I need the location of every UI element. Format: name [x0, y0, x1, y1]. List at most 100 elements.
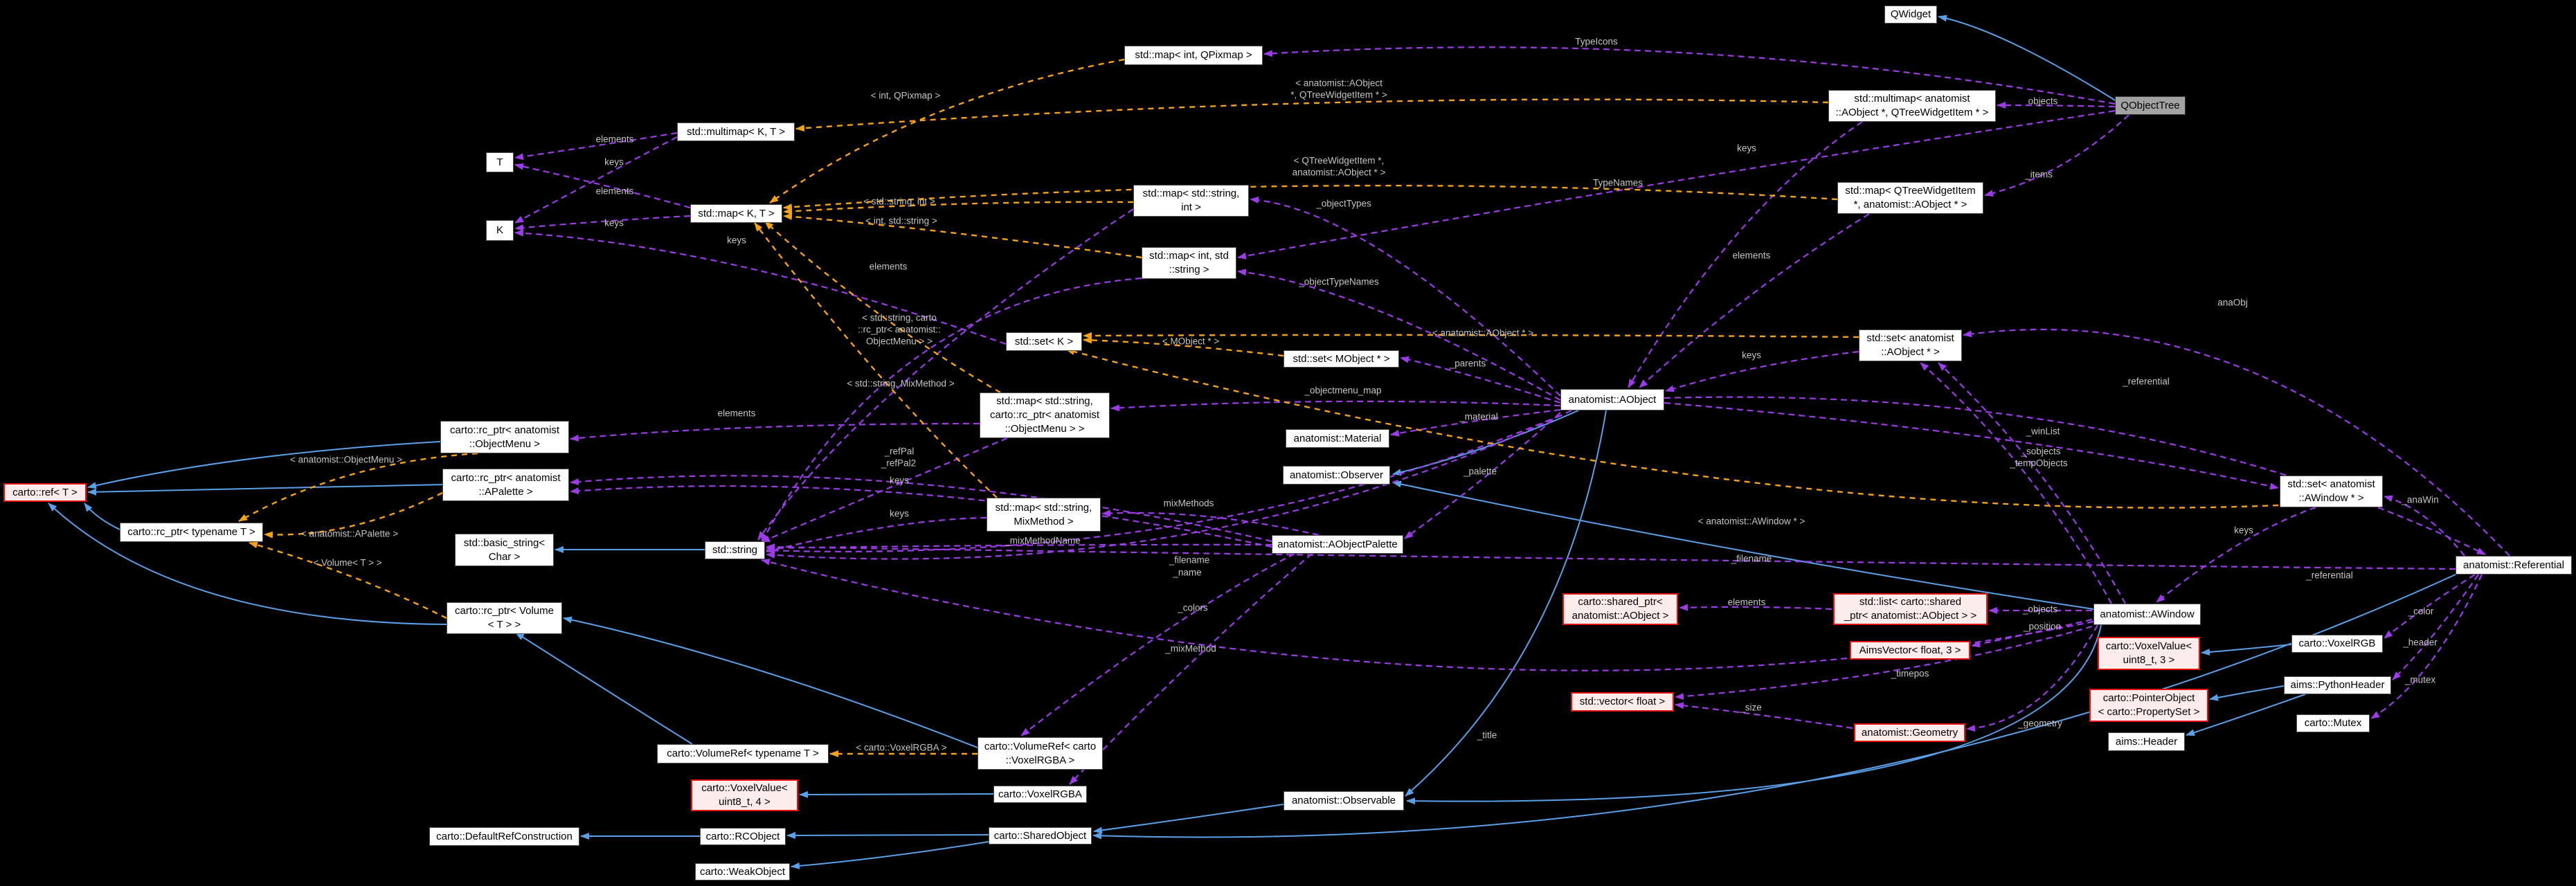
node-observer[interactable]: anatomist::Observer: [1283, 466, 1390, 485]
inheritance-edge: [1093, 804, 1284, 834]
node-label: carto::VolumeRef< carto: [984, 740, 1097, 752]
node-map-string-objectmenu[interactable]: std::map< std::string,carto::rc_ptr< ana…: [980, 392, 1110, 438]
inheritance-edge: [2209, 685, 2285, 701]
node-label: std::set< K >: [1014, 335, 1074, 347]
node-voxelvalue-3[interactable]: carto::VoxelValue<uint8_t, 3 >: [2098, 637, 2200, 670]
usage-edge: [1101, 509, 1319, 536]
usage-edge: [1069, 553, 1313, 785]
node-rcptr-volume[interactable]: carto::rc_ptr< Volume< T > >: [447, 602, 562, 634]
node-label: ::VoxelRGBA >: [1005, 754, 1075, 766]
node-basic-string[interactable]: std::basic_string<Char >: [455, 534, 554, 566]
node-aims-header[interactable]: aims::Header: [2108, 732, 2185, 751]
node-pointerobject[interactable]: carto::PointerObject< carto::PropertySet…: [2089, 689, 2208, 722]
usage-edge: [570, 475, 1272, 543]
node-aobject[interactable]: anatomist::AObject: [1560, 389, 1664, 410]
node-multimap-kt[interactable]: std::multimap< K, T >: [677, 123, 795, 141]
node-referential[interactable]: anatomist::Referential: [2456, 556, 2572, 575]
inheritance-edge: [1092, 574, 2456, 840]
usage-edge: [1665, 350, 1859, 392]
usage-edge: [766, 543, 2456, 570]
node-label: AimsVector< float, 3 >: [1859, 644, 1961, 656]
node-aimsvector[interactable]: AimsVector< float, 3 >: [1850, 641, 1970, 660]
node-label: std::map< std::string,: [996, 395, 1093, 407]
template-edge: [249, 541, 447, 620]
node-voxelrgb[interactable]: carto::VoxelRGB: [2291, 635, 2383, 653]
usage-edge: [1920, 362, 2112, 604]
node-label: carto::PointerObject: [2102, 692, 2195, 704]
node-geometry[interactable]: anatomist::Geometry: [1854, 723, 1965, 742]
template-edge: [783, 184, 1838, 211]
node-map-kt[interactable]: std::map< K, T >: [690, 204, 782, 223]
node-label: carto::rc_ptr< anatomist: [450, 424, 559, 436]
node-map-string-mixmethod[interactable]: std::map< std::string,MixMethod >: [987, 498, 1101, 532]
node-set-mobject[interactable]: std::set< MObject * >: [1284, 350, 1399, 368]
usage-edge: [514, 229, 1007, 345]
node-aobjectpalette[interactable]: anatomist::AObjectPalette: [1272, 535, 1403, 554]
node-map-qtwi-aobject[interactable]: std::map< QTreeWidgetItem*, anatomist::A…: [1837, 182, 1983, 214]
node-volumeref-voxelrgba[interactable]: carto::VolumeRef< carto::VoxelRGBA >: [978, 737, 1103, 770]
inheritance-edge: [1392, 410, 1579, 476]
node-label: std::map< int, std: [1149, 250, 1229, 262]
node-label: anatomist::AWindow: [2100, 608, 2195, 620]
usage-edge: [1237, 109, 2116, 260]
usage-edge: [2384, 574, 2476, 639]
node-ref-t[interactable]: carto::ref< T >: [3, 483, 87, 502]
node-label: int >: [1181, 201, 1201, 213]
usage-edge: [1675, 702, 1853, 730]
node-rcptr-typename[interactable]: carto::rc_ptr< typename T >: [120, 523, 263, 542]
node-set-aobject[interactable]: std::set< anatomist::AObject * >: [1859, 329, 1962, 361]
node-multimap-aobject-qtwi[interactable]: std::multimap< anatomist::AObject *, QTr…: [1828, 90, 1996, 122]
node-label: *, anatomist::AObject * >: [1853, 199, 1967, 210]
node-map-int-qpixmap[interactable]: std::map< int, QPixmap >: [1124, 46, 1263, 65]
node-label: std::list< carto::shared: [1859, 596, 1962, 608]
usage-edge: [1404, 412, 1561, 539]
node-pythonheader[interactable]: aims::PythonHeader: [2284, 676, 2391, 694]
node-list-sharedptr[interactable]: std::list< carto::shared_ptr< anatomist:…: [1833, 593, 1988, 625]
node-label: carto::rc_ptr< anatomist: [451, 471, 561, 484]
node-sharedptr-aobject[interactable]: carto::shared_ptr<anatomist::AObject >: [1562, 593, 1678, 625]
node-label: carto::WeakObject: [699, 865, 786, 878]
node-label: ::ObjectMenu > >: [1005, 423, 1085, 435]
usage-edge: [1664, 401, 2279, 490]
usage-edge: [766, 414, 1561, 554]
inheritance-edge: [2201, 644, 2292, 656]
node-std-string[interactable]: std::string: [705, 541, 765, 559]
node-rcptr-apalette[interactable]: carto::rc_ptr< anatomist::APalette >: [442, 469, 569, 501]
node-weakobject[interactable]: carto::WeakObject: [695, 863, 790, 880]
node-map-int-string[interactable]: std::map< int, std::string >: [1142, 247, 1236, 279]
node-label: ::AObject * >: [1881, 346, 1940, 358]
node-qwidget[interactable]: QWidget: [1884, 6, 1937, 24]
node-map-string-int[interactable]: std::map< std::string,int >: [1133, 185, 1249, 217]
template-edge: [783, 213, 1142, 259]
node-t[interactable]: T: [486, 152, 514, 172]
node-label: aims::Header: [2115, 735, 2178, 748]
node-awindow[interactable]: anatomist::AWindow: [2093, 604, 2201, 625]
template-edge: [1065, 348, 2279, 509]
node-volumeref-typename[interactable]: carto::VolumeRef< typename T >: [657, 744, 829, 763]
node-rcptr-objectmenu[interactable]: carto::rc_ptr< anatomist::ObjectMenu >: [440, 421, 569, 453]
node-label: carto::ref< T >: [12, 486, 78, 498]
node-sharedobject[interactable]: carto::SharedObject: [989, 827, 1092, 844]
node-observable[interactable]: anatomist::Observable: [1284, 791, 1404, 811]
usage-edge: [1966, 624, 2098, 732]
node-label: std::map< int, QPixmap >: [1135, 49, 1252, 61]
node-label: ::AObject *, QTreeWidgetItem * >: [1835, 107, 1989, 118]
node-defaultrefconstruction[interactable]: carto::DefaultRefConstruction: [429, 827, 579, 846]
node-mutex[interactable]: carto::Mutex: [2296, 714, 2370, 732]
node-qobjecttree[interactable]: QObjectTree: [2115, 96, 2186, 115]
node-k[interactable]: K: [486, 220, 514, 241]
usage-edge: [1997, 102, 2116, 109]
inheritance-edge: [84, 503, 120, 530]
node-material[interactable]: anatomist::Material: [1286, 429, 1389, 448]
node-label: ::APalette >: [478, 485, 533, 498]
node-vector-float[interactable]: std::vector< float >: [1571, 692, 1674, 712]
node-set-awindow[interactable]: std::set< anatomist::AWindow * >: [2280, 476, 2383, 507]
node-set-k[interactable]: std::set< K >: [1006, 332, 1082, 351]
template-edge: [1083, 332, 1859, 339]
node-label: anatomist::Observer: [1289, 469, 1384, 481]
node-voxelvalue-4[interactable]: carto::VoxelValue<uint8_t, 4 >: [691, 779, 798, 811]
node-rcobject[interactable]: carto::RCObject: [700, 828, 786, 845]
node-voxelrgba[interactable]: carto::VoxelRGBA: [993, 786, 1087, 803]
node-label: std::string: [712, 544, 758, 556]
